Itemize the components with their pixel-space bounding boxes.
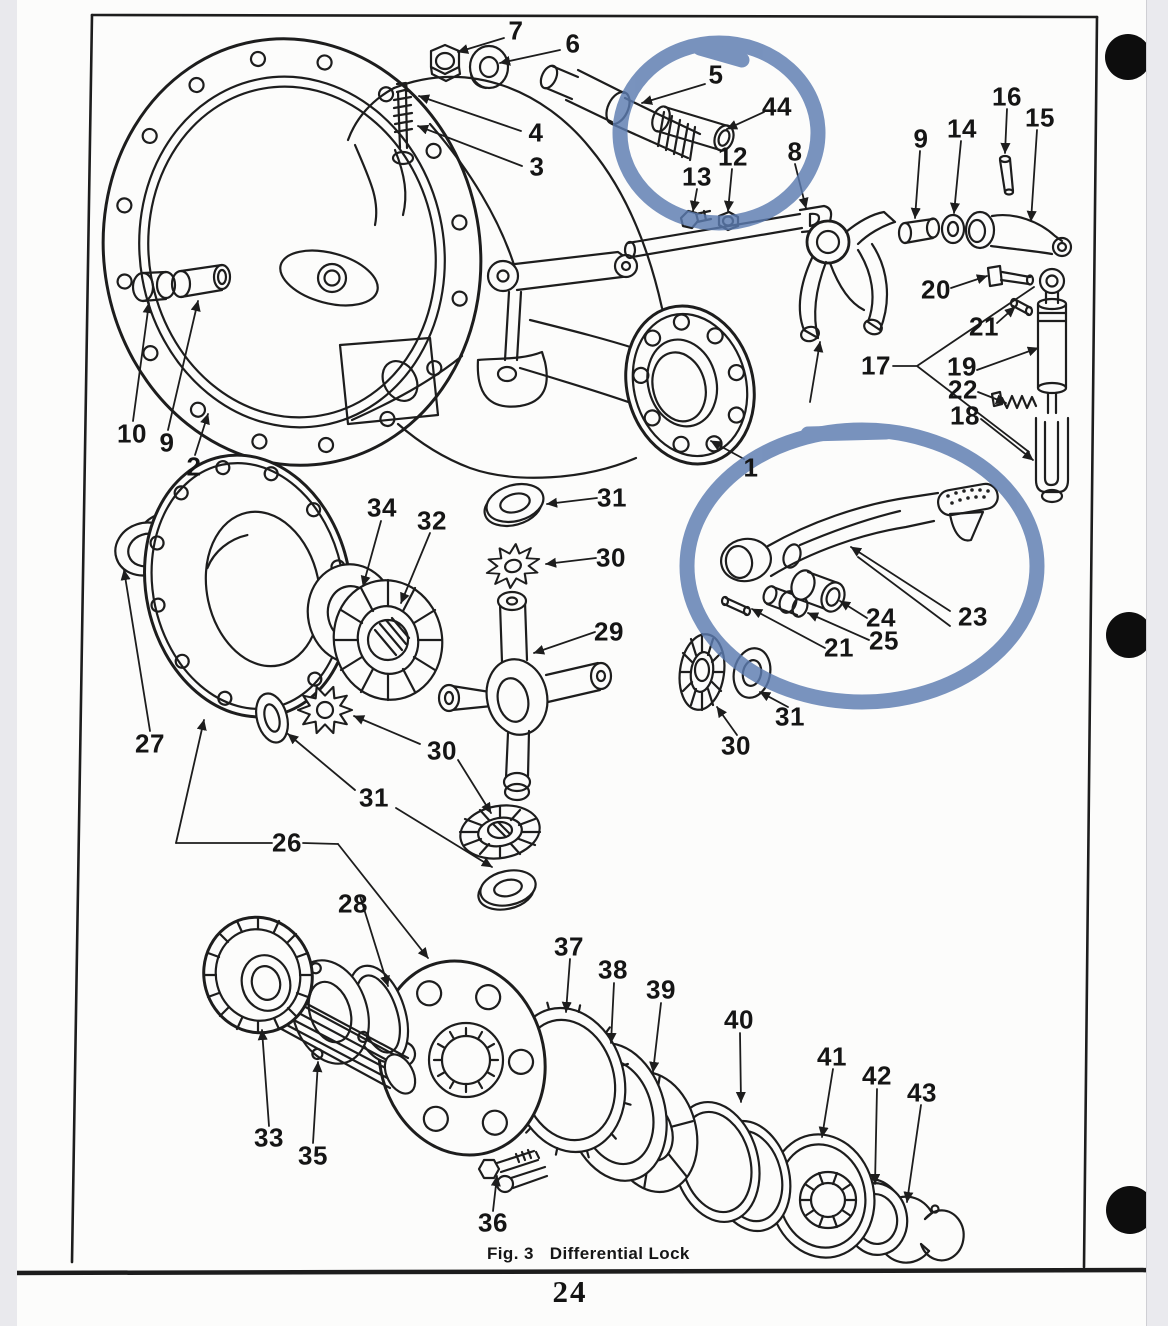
scan-margin-right xyxy=(1146,0,1168,1326)
seal-31a xyxy=(255,692,289,744)
pin-16 xyxy=(998,154,1015,196)
pedal-lever-group xyxy=(720,482,999,618)
pinion-gear-30c xyxy=(458,804,542,860)
pilot-bushings xyxy=(131,263,232,303)
pin-21b xyxy=(720,595,752,617)
pressure-plate-41 xyxy=(768,1133,876,1259)
side-gear-32 xyxy=(332,578,444,702)
bolts-36 xyxy=(477,1148,549,1194)
bushing-9r xyxy=(897,217,941,245)
spider-column xyxy=(437,482,772,911)
shift-fork xyxy=(798,210,897,343)
page-number: 24 xyxy=(552,1274,588,1309)
washer-6 xyxy=(468,44,510,90)
housing-flange xyxy=(624,304,756,466)
leader-lines xyxy=(120,37,1039,1212)
cover-plate xyxy=(101,37,483,467)
bolt-20 xyxy=(986,264,1035,288)
axle-housing xyxy=(338,75,756,479)
clutch-pack-row xyxy=(202,915,965,1264)
shift-rod-8 xyxy=(623,204,833,260)
highlight-annotations xyxy=(612,35,1045,710)
arm-15 xyxy=(964,210,1073,258)
highlight-circle-parts-5-44 xyxy=(612,35,826,231)
bushing-24 xyxy=(790,569,846,613)
washer-31c xyxy=(477,869,537,911)
washer-14 xyxy=(940,213,966,245)
clevis-18 xyxy=(1034,416,1070,504)
figure-caption: Fig. 3 Differential Lock xyxy=(487,1244,690,1264)
linkage-cluster xyxy=(892,154,1073,504)
leader-lines-plain xyxy=(175,556,951,845)
vent-stud xyxy=(391,81,415,166)
spider-cross-29 xyxy=(437,590,613,802)
thrust-washer-31b xyxy=(483,482,545,528)
lever-23 xyxy=(720,482,999,583)
case-half-26 xyxy=(377,959,547,1157)
binder-hole-dots xyxy=(1105,34,1154,1234)
top-hardware xyxy=(429,43,833,260)
frame-border xyxy=(3,13,1168,1276)
plunger-assembly xyxy=(1036,267,1068,415)
scan-margin-left xyxy=(0,0,17,1326)
figure-title: Differential Lock xyxy=(549,1244,690,1263)
nut-7 xyxy=(429,43,462,83)
figure-number: Fig. 3 xyxy=(487,1244,534,1263)
coupler-33 xyxy=(202,915,417,1095)
carrier-group xyxy=(114,453,444,744)
